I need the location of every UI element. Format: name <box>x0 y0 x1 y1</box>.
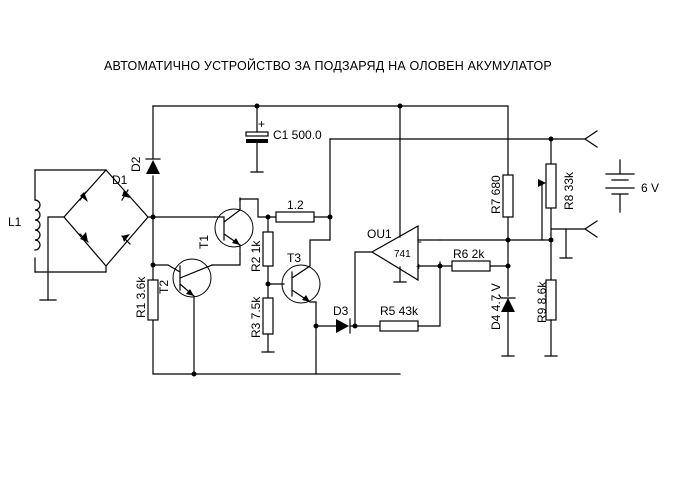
label-d4: D4 4.7 V <box>489 283 503 330</box>
resistor-r6 <box>439 260 509 272</box>
label-l1: L1 <box>8 215 22 229</box>
label-op-model: 741 <box>394 249 411 260</box>
label-t3: T3 <box>287 251 301 265</box>
label-r-1-2: 1.2 <box>287 198 304 212</box>
label-r7: R7 680 <box>489 175 503 214</box>
label-op-plus: + <box>416 262 422 273</box>
resistor-r2 <box>262 216 274 299</box>
resistor-1-2 <box>267 211 331 223</box>
label-d2: D2 <box>129 156 143 172</box>
diode-d2 <box>145 105 161 218</box>
resistor-r9 <box>544 279 558 357</box>
transistor-t2 <box>152 258 213 375</box>
transistor-t1 <box>214 197 254 255</box>
label-r9: R9 8.6k <box>535 281 549 323</box>
label-op-minus: - <box>418 234 422 248</box>
resistor-r7 <box>502 174 514 297</box>
top-rail <box>152 105 509 176</box>
label-d3: D3 <box>333 304 349 318</box>
label-d1: D1 <box>112 173 128 187</box>
resistor-r3 <box>261 297 275 353</box>
label-r3: R3 7.5k <box>249 296 263 338</box>
label-r1: R1 3.6k <box>134 276 148 318</box>
diode-d3 <box>315 318 381 334</box>
label-r2: R2 1k <box>249 240 263 272</box>
transistor-t3 <box>281 239 331 304</box>
t1-collector-wire <box>239 198 269 218</box>
diagram-title: АВТОМАТИЧНО УСТРОЙСТВО ЗА ПОДЗАРЯД НА ОЛ… <box>104 58 552 73</box>
battery-symbol <box>605 159 635 213</box>
label-ou1: OU1 <box>367 227 392 241</box>
label-t1: T1 <box>197 235 211 249</box>
resistor-r1 <box>147 279 159 321</box>
label-r6: R6 2k <box>453 247 485 261</box>
label-r8: R8 33k <box>562 171 576 210</box>
label-c1: C1 500.0 <box>273 128 322 142</box>
output-positive-line <box>329 130 598 148</box>
bridge-rectifier-d1 <box>39 169 154 301</box>
t1-emitter-wire <box>211 253 241 266</box>
left-rail <box>152 216 401 375</box>
output-negative-ground <box>550 228 573 259</box>
label-battery: 6 V <box>641 181 659 195</box>
output-negative-line <box>565 220 598 238</box>
resistor-r5 <box>379 261 441 332</box>
capacitor-c1 <box>245 105 269 173</box>
opamp-ou1 <box>354 105 441 327</box>
transformer-coil-l1 <box>34 169 107 273</box>
label-t2: T2 <box>157 280 171 294</box>
label-c1-plus: + <box>258 117 265 131</box>
label-r5: R5 43k <box>380 304 419 318</box>
zener-d4 <box>498 294 516 357</box>
potentiometer-r8 <box>538 138 557 281</box>
